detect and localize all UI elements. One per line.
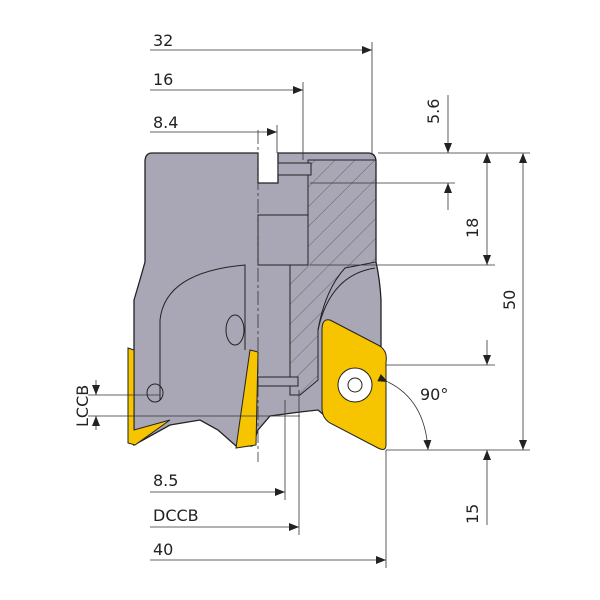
dim-angle-90: 90° xyxy=(420,385,448,404)
dim-40: 40 xyxy=(153,540,173,559)
dim-50: 50 xyxy=(500,290,519,310)
dim-8-4: 8.4 xyxy=(153,113,178,132)
torx-screw-icon xyxy=(337,367,373,403)
dim-5-6: 5.6 xyxy=(424,99,443,124)
dim-lccb: LCCB xyxy=(73,385,92,427)
insert-center xyxy=(235,349,259,449)
dimension-lines xyxy=(88,42,530,568)
dim-8-5: 8.5 xyxy=(153,471,178,490)
cutter-body xyxy=(133,152,382,447)
dim-dccb: DCCB xyxy=(153,506,199,525)
dim-32: 32 xyxy=(153,31,173,50)
insert-right xyxy=(321,319,387,450)
insert-left xyxy=(127,347,171,446)
dim-16: 16 xyxy=(153,70,173,89)
dim-15: 15 xyxy=(463,504,482,524)
dim-18: 18 xyxy=(463,218,482,238)
